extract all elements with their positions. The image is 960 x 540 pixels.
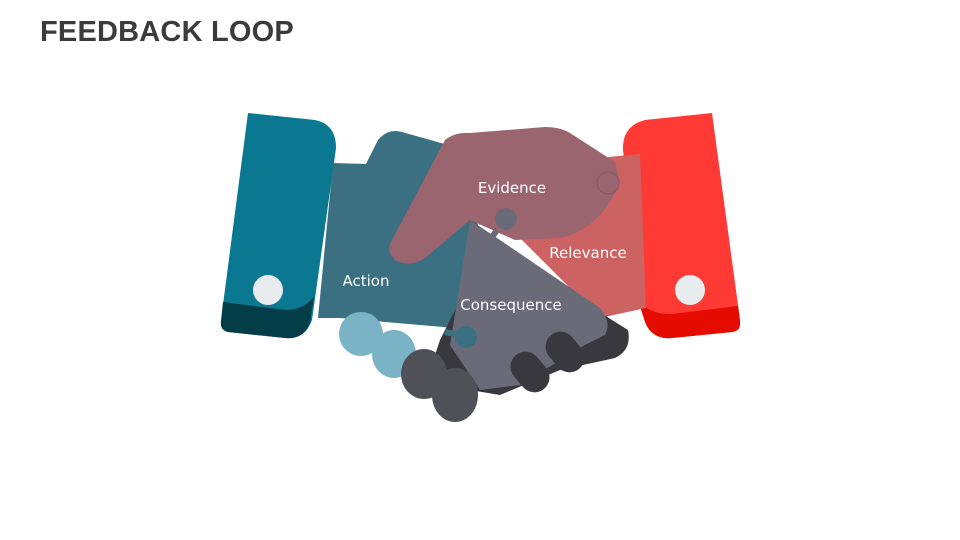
consequence-finger (432, 368, 478, 422)
label-evidence: Evidence (478, 179, 546, 197)
right-cuff-button (675, 275, 705, 305)
left-cuff-button (253, 275, 283, 305)
label-consequence: Consequence (460, 296, 561, 314)
consequence-segment (401, 220, 629, 422)
evidence-segment (389, 127, 620, 264)
relevance-segment (520, 154, 646, 318)
label-relevance: Relevance (549, 244, 626, 262)
right-cuff (622, 113, 741, 339)
label-action: Action (343, 272, 390, 290)
action-finger (339, 312, 383, 356)
left-cuff (220, 113, 336, 339)
slide-title: FEEDBACK LOOP (40, 16, 294, 48)
connectors (444, 171, 620, 348)
